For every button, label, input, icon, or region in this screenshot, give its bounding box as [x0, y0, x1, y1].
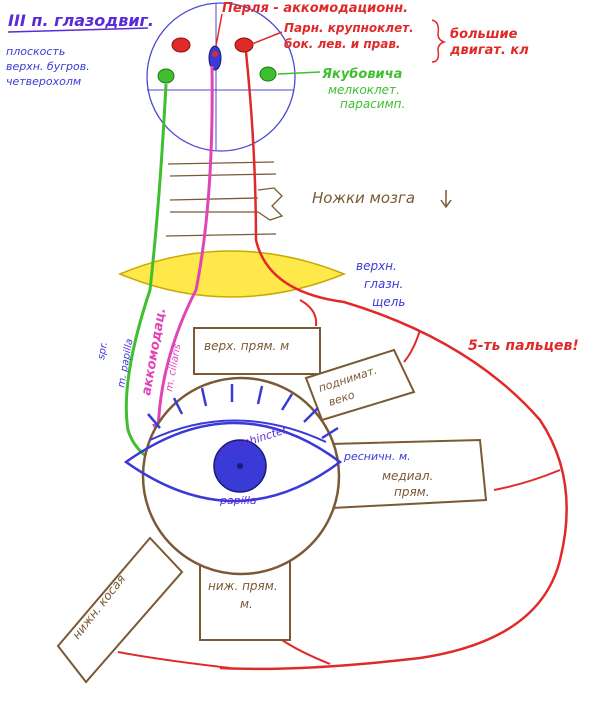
- midbrain-circle: [146, 2, 296, 152]
- yakubovich-nucleus-left: [157, 68, 175, 84]
- large-cell-group-line1: большие: [450, 27, 518, 42]
- pupil-center: [237, 463, 243, 469]
- inferior-rectus-label-line2: м.: [240, 597, 253, 611]
- midbrain-section: [146, 2, 296, 152]
- motor-branch-to-inferior-rectus: [281, 639, 331, 665]
- large-cell-brace: [431, 19, 447, 63]
- large-cell-nucleus-right: [234, 37, 254, 53]
- motor-branch-to-inferior-oblique: [117, 651, 231, 669]
- sup-fissure-label-line1: верхн.: [356, 259, 397, 273]
- sup-fissure-label-line2: глазн.: [364, 277, 403, 291]
- papilla-label: papilla: [219, 494, 257, 507]
- medial-rectus-label-line2: прям.: [394, 485, 430, 499]
- yakubovich-label-line3: парасимп.: [340, 97, 405, 111]
- levator-muscle: поднимат. веко: [304, 348, 416, 422]
- midbrain-label-line2: верхн. бугров.: [6, 60, 90, 73]
- fifth-finger-label: 5-ть пальцев!: [468, 338, 579, 354]
- sup-fissure-label-line3: щель: [372, 295, 405, 309]
- large-cell-label-line1: Парн. крупноклет.: [284, 21, 414, 35]
- superior-rectus-label: верх. прям. м: [204, 339, 289, 353]
- medial-rectus-muscle: медиал. прям.: [328, 438, 488, 510]
- yakubovich-label-line2: мелкоклет.: [328, 83, 400, 97]
- spr-label: spr.: [96, 341, 110, 361]
- motor-fiber: [219, 51, 568, 671]
- perlia-nucleus-center: [212, 51, 218, 57]
- motor-branch-to-sup-rectus: [299, 299, 318, 327]
- cerebral-peduncles-label: Ножки мозга: [312, 189, 415, 207]
- eyelashes: [147, 384, 339, 440]
- yakubovich-nucleus-right: [259, 66, 277, 82]
- accommodation-fiber: [156, 65, 214, 433]
- perlia-label: Перля - аккомодационн.: [222, 1, 408, 16]
- large-cell-nucleus-left: [171, 37, 191, 53]
- perlia-nucleus: [208, 45, 222, 71]
- yakubovich-label-line1: Якубовича: [321, 67, 402, 82]
- upper-lid-crease: [149, 419, 327, 443]
- yakubovich-pointer: [277, 71, 321, 75]
- superior-rectus-muscle: верх. прям. м: [193, 327, 321, 375]
- cerebral-peduncle-lines: [165, 161, 284, 237]
- papilla-fiber-label: m. papilla: [116, 338, 135, 389]
- diagram-title: III п. глазодвиг.: [8, 11, 154, 30]
- motor-branch-to-medial-rectus: [493, 469, 561, 491]
- medial-rectus-label-line1: медиал.: [382, 469, 433, 483]
- inferior-rectus-label-line1: ниж. прям.: [208, 579, 278, 593]
- perlia-pointer: [215, 13, 223, 47]
- title-underline: [7, 27, 149, 33]
- eye-outline: [123, 421, 343, 503]
- large-cell-pointer: [251, 31, 283, 45]
- cerebral-peduncles-arrow: [440, 190, 452, 209]
- large-cell-group-line2: двигат. кл: [449, 43, 529, 58]
- large-cell-label-line2: бок. лев. и прав.: [284, 37, 400, 51]
- midbrain-label-line1: плоскость: [6, 45, 65, 58]
- motor-branch-to-levator: [403, 329, 421, 363]
- ciliary-label: ресничн. м.: [343, 450, 411, 463]
- midbrain-label-line3: четверохолм: [6, 75, 81, 88]
